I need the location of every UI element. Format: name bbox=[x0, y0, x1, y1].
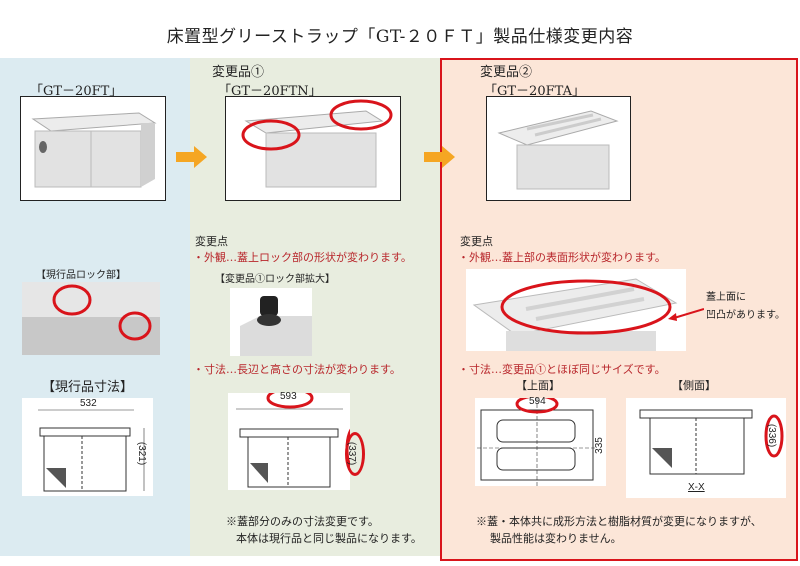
current-dimension-drawing: 532 (321) bbox=[22, 398, 153, 496]
change2-points-heading: 変更点 bbox=[460, 235, 493, 248]
page-title: 床置型グリーストラップ「GT-２０ＦＴ」製品仕様変更内容 bbox=[166, 27, 634, 47]
current-dim-label: 【現行品寸法】 bbox=[42, 380, 134, 395]
change2-point-appearance: ・外観…蓋上部の表面形状が変わります。 bbox=[458, 251, 666, 264]
change1-model: 「GT－20FTN」 bbox=[218, 84, 322, 99]
pointer-arrow-icon bbox=[668, 306, 705, 325]
change2-top-drawing: 594 335 bbox=[475, 394, 606, 486]
change1-height-value: (337) bbox=[346, 441, 358, 466]
change1-heading: 変更品① bbox=[212, 65, 265, 80]
change1-points-heading: 変更点 bbox=[195, 235, 228, 248]
current-product-photo bbox=[20, 96, 166, 201]
highlight-ellipse: (337) bbox=[345, 432, 365, 476]
current-width-value: 532 bbox=[80, 398, 97, 409]
current-height-value: (321) bbox=[136, 441, 148, 466]
change2-lid-photo bbox=[466, 269, 686, 351]
current-model: 「GT－20FT」 bbox=[30, 84, 123, 99]
change2-side-drawing: (336) X-X bbox=[626, 398, 786, 498]
change2-heading: 変更品② bbox=[480, 65, 533, 80]
change1-lock-label: 【変更品①ロック部拡大】 bbox=[215, 274, 335, 285]
change2-point-dimension: ・寸法…変更品①とほぼ同じサイズです。 bbox=[458, 363, 666, 376]
change1-lock-photo bbox=[230, 288, 312, 356]
change2-annotation-line1: 蓋上面に bbox=[706, 292, 746, 303]
change1-note2: 本体は現行品と同じ製品になります。 bbox=[236, 532, 422, 545]
change2-section-label: X-X bbox=[688, 482, 705, 493]
change1-product-photo bbox=[225, 96, 401, 201]
current-lock-label: 【現行品ロック部】 bbox=[36, 270, 126, 281]
current-lock-photo bbox=[22, 282, 160, 355]
change2-top-width-value: 594 bbox=[529, 396, 546, 407]
change1-point-appearance: ・外観…蓋上ロック部の形状が変わります。 bbox=[193, 251, 412, 264]
change1-point-dimension: ・寸法…長辺と高さの寸法が変わります。 bbox=[193, 363, 401, 376]
highlight-ellipse bbox=[118, 311, 152, 341]
change2-note1: ※蓋・本体共に成形方法と樹脂材質が変更になりますが、 bbox=[476, 515, 762, 528]
change2-model: 「GT－20FTA」 bbox=[484, 84, 585, 99]
change2-note2: 製品性能は変わりません。 bbox=[490, 532, 622, 545]
change2-top-label: 【上面】 bbox=[516, 379, 560, 392]
change2-top-depth-value: 335 bbox=[593, 437, 605, 454]
highlight-ellipse bbox=[500, 279, 672, 335]
trap-box-image bbox=[31, 112, 157, 188]
highlight-ellipse bbox=[52, 284, 92, 316]
change2-annotation-line2: 凹凸があります。 bbox=[706, 310, 785, 321]
highlight-ellipse bbox=[764, 414, 784, 458]
change1-dimension-drawing: 593 bbox=[228, 387, 365, 490]
highlight-ellipse bbox=[241, 119, 301, 151]
change2-side-height-value: (336) bbox=[766, 423, 778, 448]
change2-side-label: 【側面】 bbox=[672, 379, 716, 392]
arrow-right-icon bbox=[176, 146, 208, 172]
change1-width-value: 593 bbox=[280, 391, 297, 402]
change2-product-photo bbox=[486, 96, 631, 201]
change1-note1: ※蓋部分のみの寸法変更です。 bbox=[226, 515, 379, 528]
highlight-ellipse bbox=[329, 99, 393, 131]
arrow-right-icon bbox=[424, 146, 456, 172]
